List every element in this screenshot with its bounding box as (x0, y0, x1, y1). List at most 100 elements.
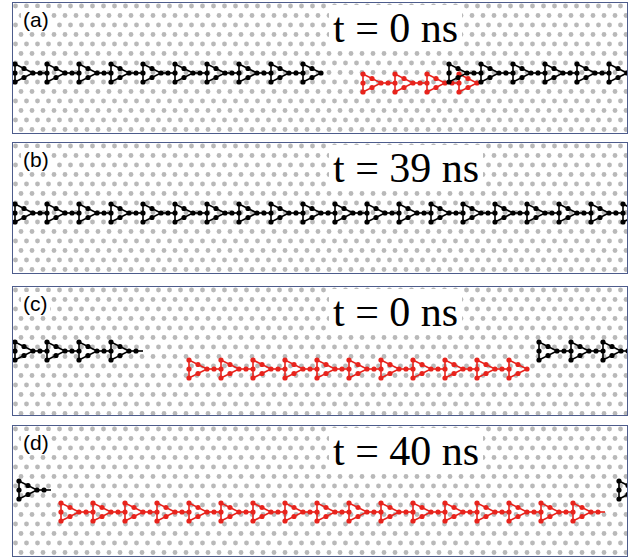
atom-dot (186, 366, 191, 371)
atom-dot (401, 85, 406, 90)
atom-dot (618, 348, 623, 353)
atom-dot (536, 357, 541, 362)
atom-dot (446, 61, 451, 66)
atom-dot (117, 75, 122, 80)
atom-dot (474, 518, 479, 523)
atom-dot (599, 70, 604, 75)
atom-dot (300, 70, 305, 75)
atom-dot (515, 514, 520, 519)
atom-dot (364, 509, 369, 514)
atom-dot (76, 61, 81, 66)
atom-dot (108, 339, 113, 344)
atom-dot (277, 66, 282, 71)
atom-dot (369, 85, 374, 90)
atom-dot (403, 366, 408, 371)
panel-box: (b)t = 39 ns (12, 142, 628, 274)
atom-dot (236, 210, 241, 215)
molecule-chains (13, 61, 628, 94)
atom-dot (592, 70, 597, 75)
atom-dot (172, 219, 177, 224)
atom-dot (421, 210, 426, 215)
atom-dot (577, 353, 582, 358)
atom-dot (387, 371, 392, 376)
atom-dot (85, 344, 90, 349)
lattice-illustration (13, 287, 628, 416)
atom-dot (446, 79, 451, 84)
atom-dot (392, 89, 397, 94)
atom-dot (620, 210, 625, 215)
atom-dot (236, 79, 241, 84)
atom-dot (291, 514, 296, 519)
atom-dot (524, 219, 529, 224)
atom-dot (339, 366, 344, 371)
triangle-unit (431, 204, 449, 222)
atom-dot (277, 75, 282, 80)
atom-dot (355, 505, 360, 510)
atom-dot (609, 344, 614, 349)
atom-dot (549, 210, 554, 215)
atom-dot (67, 505, 72, 510)
atom-dot (469, 206, 474, 211)
atom-dot (600, 357, 605, 362)
molecule-chains (16, 478, 628, 523)
atom-dot (250, 518, 255, 523)
atom-dot (291, 371, 296, 376)
atom-dot (165, 70, 170, 75)
atom-dot (437, 215, 442, 220)
atom-dot (332, 219, 337, 224)
atom-dot (261, 210, 266, 215)
triangle-unit (79, 204, 97, 222)
atom-dot (25, 492, 30, 497)
atom-dot (350, 210, 355, 215)
atom-dot (583, 75, 588, 80)
atom-dot (405, 206, 410, 211)
lattice-illustration (13, 143, 628, 274)
atom-dot (424, 80, 429, 85)
atom-dot (574, 70, 579, 75)
atom-dot (474, 357, 479, 362)
atom-dot (492, 219, 497, 224)
atom-dot (373, 215, 378, 220)
atom-dot (268, 210, 273, 215)
atom-dot (478, 70, 483, 75)
atom-dot (236, 61, 241, 66)
atom-dot (405, 215, 410, 220)
atom-dot (355, 514, 360, 519)
atom-dot (524, 201, 529, 206)
atom-dot (542, 70, 547, 75)
atom-dot (300, 509, 305, 514)
atom-dot (451, 505, 456, 510)
atom-dot (181, 206, 186, 211)
atom-dot (314, 366, 319, 371)
triangle-unit (61, 503, 79, 521)
atom-dot (21, 353, 26, 358)
atom-dot (300, 79, 305, 84)
time-label: t = 0 ns (329, 289, 462, 335)
atom-dot (90, 509, 95, 514)
atom-dot (519, 75, 524, 80)
atom-dot (460, 509, 465, 514)
time-label: t = 39 ns (329, 145, 483, 191)
atom-dot (360, 71, 365, 76)
atom-dot (314, 509, 319, 514)
triangle-unit (47, 64, 65, 82)
triangle-unit (175, 204, 193, 222)
atom-dot (122, 500, 127, 505)
atom-dot (510, 70, 515, 75)
atom-dot (218, 509, 223, 514)
atom-dot (460, 210, 465, 215)
atom-dot (44, 219, 49, 224)
atom-dot (53, 215, 58, 220)
dot-lattice (13, 426, 628, 557)
panel-box: (c)t = 0 ns (12, 286, 628, 416)
atom-dot (282, 357, 287, 362)
atom-dot (268, 201, 273, 206)
atom-dot (195, 505, 200, 510)
atom-dot (76, 79, 81, 84)
atom-dot (453, 210, 458, 215)
atom-dot (44, 339, 49, 344)
atom-dot (556, 210, 561, 215)
atom-dot (268, 219, 273, 224)
atom-dot (442, 518, 447, 523)
atom-dot (154, 509, 159, 514)
